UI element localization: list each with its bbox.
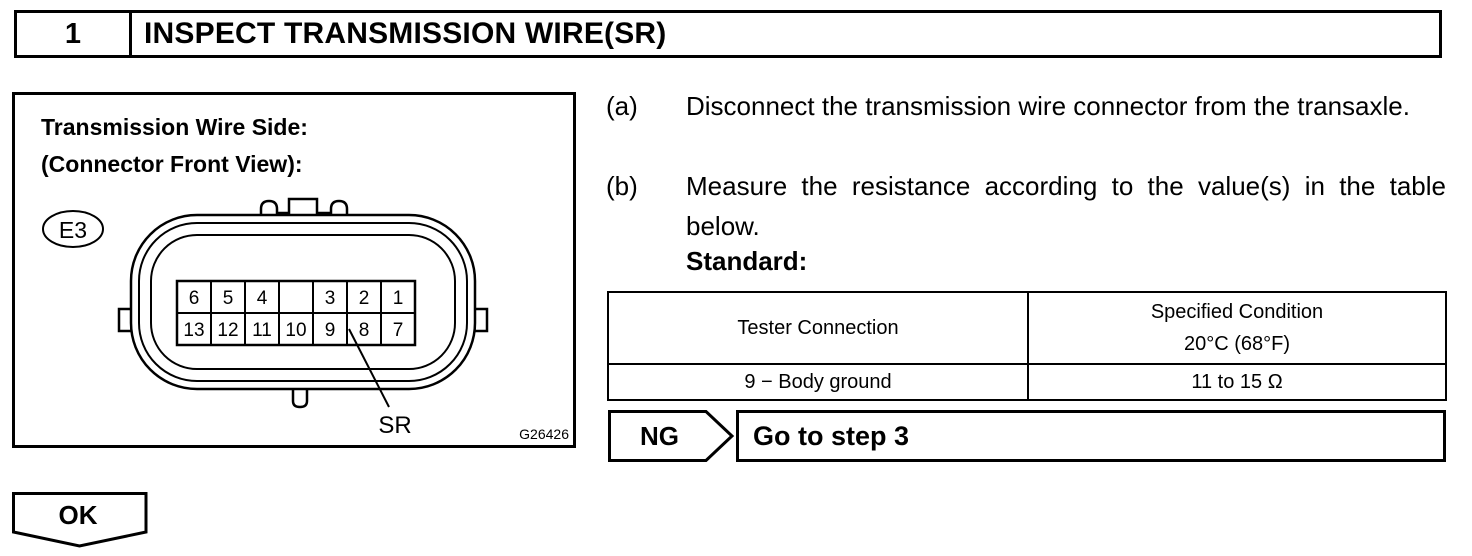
header-specified-condition: Specified Condition 20°C (68°F) <box>1027 291 1447 365</box>
terminal-label: SR <box>378 412 411 439</box>
instruction-b: (b) Measure the resistance according to … <box>606 166 1446 246</box>
pin-1-label: 1 <box>393 288 404 309</box>
pin-9-cell <box>312 312 348 346</box>
connector-diagram: 6 5 4 3 2 1 13 12 11 10 9 8 7 E3 SR G26426 <box>42 197 569 442</box>
pin-13-label: 13 <box>183 320 204 341</box>
instruction-label: (b) <box>606 171 638 201</box>
pin-8-label: 8 <box>359 320 370 341</box>
instruction-text: Disconnect the transmission wire connect… <box>686 91 1410 121</box>
pin-10-label: 10 <box>285 320 306 341</box>
instruction-text: Measure the resistance according to the … <box>686 171 1446 241</box>
ok-arrow-box <box>12 492 148 548</box>
header-tester-connection: Tester Connection <box>607 291 1029 365</box>
pin-3-cell <box>312 280 348 314</box>
pin-5-label: 5 <box>223 288 234 309</box>
ok-label: OK <box>58 500 98 530</box>
ng-result-row: NG Go to step 3 <box>608 410 1446 462</box>
pin-11-label: 11 <box>252 320 272 341</box>
pin-block-frame <box>175 279 417 347</box>
pin-grid: 6 5 4 3 2 1 13 12 11 10 9 8 7 <box>175 279 417 347</box>
table-row: 9 − Body ground 11 to 15 Ω <box>607 363 1447 401</box>
step-number: 1 <box>17 13 132 55</box>
cell-condition: 11 to 15 Ω <box>1027 363 1447 401</box>
connector-left-ear <box>117 307 133 333</box>
table-header-row: Tester Connection Specified Condition 20… <box>607 291 1447 365</box>
pin-12-label: 12 <box>217 320 238 341</box>
connector-lock-tab <box>259 197 349 219</box>
connector-figure: 6 5 4 3 2 1 13 12 11 10 9 8 7 E3 SR G26426 Transmiss… <box>12 92 576 448</box>
pin-4-label: 4 <box>257 288 268 309</box>
step-title: INSPECT TRANSMISSION WIRE(SR) <box>144 17 667 50</box>
connector-right-ear <box>473 307 489 333</box>
header-condition-title: Specified Condition <box>1150 301 1324 323</box>
pin-2-label: 2 <box>359 288 370 309</box>
pin-6-label: 6 <box>189 288 200 309</box>
connector-id-badge <box>42 210 104 248</box>
connector-bottom-key <box>291 388 309 409</box>
figure-code: G26426 <box>519 426 569 442</box>
sr-leader-line <box>348 328 390 408</box>
pin-7-label: 7 <box>393 320 404 341</box>
pin-12-cell <box>210 312 246 346</box>
pin-9-label: 9 <box>325 320 336 341</box>
figure-title-line-1: Transmission Wire Side: <box>41 114 308 140</box>
ng-result-text: Go to step 3 <box>753 421 910 451</box>
ng-label: NG <box>640 421 679 451</box>
connector-housing-inner <box>150 234 456 370</box>
connector-housing-middle <box>138 222 468 382</box>
ng-result-box: Go to step 3 <box>736 410 1446 462</box>
figure-title: Transmission Wire Side: (Connector Front… <box>41 109 308 183</box>
cell-connection: 9 − Body ground <box>607 363 1029 401</box>
ok-flow: OK <box>12 492 150 548</box>
ng-arrow-box <box>608 410 735 462</box>
header-condition-temp: 20°C (68°F) <box>1183 333 1291 355</box>
instruction-a: (a) Disconnect the transmission wire con… <box>606 86 1446 166</box>
pin-8-cell <box>346 312 382 346</box>
step-header: 1 INSPECT TRANSMISSION WIRE(SR) <box>14 10 1442 58</box>
spec-table: Tester Connection Specified Condition 20… <box>607 291 1447 401</box>
instruction-label: (a) <box>606 91 638 121</box>
pin-3-label: 3 <box>325 288 336 309</box>
standard-label: Standard: <box>686 246 808 276</box>
figure-title-line-2: (Connector Front View): <box>41 151 303 177</box>
connector-id-label: E3 <box>59 217 87 243</box>
